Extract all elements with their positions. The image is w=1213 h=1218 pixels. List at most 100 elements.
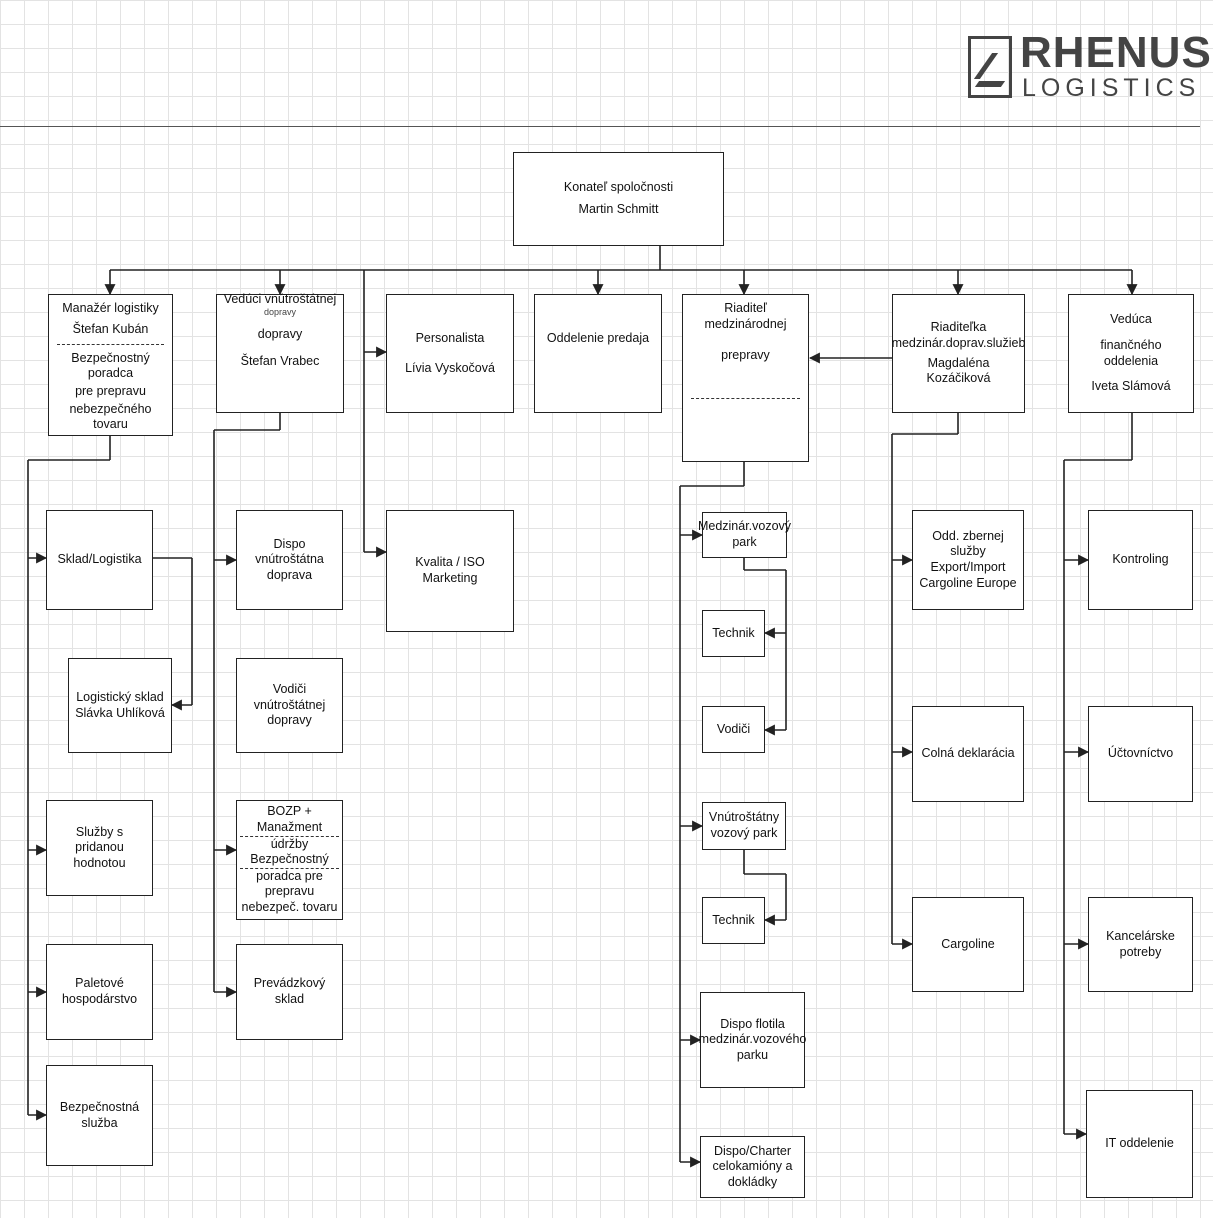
domestic-dispatch-line1: Dispo vnútroštátna [255,536,324,567]
cargoline-box: Cargoline [912,897,1024,992]
fleet-dispatch-line2: medzinár.vozového [698,1032,807,1047]
ohs-maintenance-line2: údržby Bezpečnostný [240,835,339,869]
international-transport-head-line1: Riaditeľ medzinárodnej [704,301,787,331]
header-separator [0,126,1200,127]
office-supplies-label: Kancelárske potreby [1106,928,1175,959]
finance-head-line1: Vedúca [1110,312,1152,327]
warehouse-logistics-box: Sklad/Logistika [46,510,153,610]
operational-warehouse-box: Prevádzkový sklad [236,944,343,1040]
domestic-transport-head-name: Štefan Vrabec [240,354,320,369]
domestic-drivers-box: Vodiči vnútroštátnej dopravy [236,658,343,753]
quality-iso-line2: Marketing [422,571,478,585]
logo-wordmark: RHENUS [1020,28,1212,77]
domestic-fleet-line1: Vnútroštátny [708,810,780,825]
intl-fleet-line1: Medzinár.vozový [697,519,792,534]
divider-dashed [690,397,801,399]
technician-box-1: Technik [702,610,765,657]
sales-department-box: Oddelenie predaja [534,294,662,413]
ohs-maintenance-box: BOZP + Manažment údržby Bezpečnostný por… [236,800,343,920]
divider-dashed [56,343,165,345]
intl-fleet-box: Medzinár.vozový park [698,512,791,558]
accounting-box: Účtovníctvo [1088,706,1193,802]
ohs-maintenance-line1: BOZP + Manažment [256,804,323,834]
intl-services-director-line2: medzinár.doprav.služieb [891,335,1026,350]
intl-services-director-box: Riaditeľka medzinár.doprav.služieb Magda… [892,294,1025,413]
international-transport-head-line2: prepravy [721,348,770,363]
safety-advisor-role: Bezpečnostný poradca [71,350,150,381]
finance-head-box: Vedúca finančného oddelenia Iveta Slámov… [1068,294,1194,413]
logistics-manager-name: Štefan Kubán [72,321,149,336]
safety-advisor-role-3: nebezpečného tovaru [69,401,152,432]
value-added-services-line2: hodnotou [73,855,126,870]
intl-services-director-line1: Riaditeľka [930,320,987,335]
drivers-box: Vodiči [702,706,765,753]
technician-label-1: Technik [712,625,755,640]
quality-iso-line1: Kvalita / ISO [415,555,485,570]
hr-title: Personalista [415,330,485,345]
value-added-services-box: Služby s pridanou hodnotou [46,800,153,896]
quality-iso-box: Kvalita / ISO Marketing [386,510,514,632]
groupage-department-box: Odd. zbernej služby Export/Import Cargol… [912,510,1024,610]
domestic-transport-head-title-2: dopravy [263,306,297,317]
groupage-department-line2: Export/Import [930,560,1006,574]
logistics-manager-box: Manažér logistiky Štefan Kubán Bezpečnos… [48,294,173,436]
ceo-name: Martin Schmitt [578,202,659,216]
pallet-management-line1: Paletové [75,976,124,991]
fleet-dispatch-line3: parku [736,1047,769,1062]
charter-dispatch-line2: celokamióny a [712,1159,793,1174]
security-service-label: Bezpečnostná služba [59,1099,140,1130]
finance-head-name: Iveta Slámová [1091,379,1171,394]
it-department-label: IT oddelenie [1105,1136,1174,1151]
it-department-box: IT oddelenie [1086,1090,1193,1198]
domestic-transport-head-title-3: dopravy [257,326,303,341]
customs-declaration-label: Colná deklarácia [921,746,1015,761]
ohs-maintenance-line4: nebezpeč. tovaru [241,900,338,915]
technician-label-2: Technik [712,912,755,927]
logo-subtitle: LOGISTICS [1022,74,1201,102]
charter-dispatch-line3: dokládky [727,1174,778,1189]
charter-dispatch-box: Dispo/Charter celokamióny a dokládky [700,1136,805,1198]
value-added-services-line1: Služby s pridanou [75,824,124,855]
ceo-box: Konateľ spoločnosti Martin Schmitt [513,152,724,246]
drivers-label: Vodiči [716,721,751,736]
domestic-dispatch-box: Dispo vnútroštátna doprava [236,510,343,610]
domestic-transport-head-box: Vedúci vnútroštátnej dopravy dopravy Šte… [216,292,344,413]
warehouse-logistics-label: Sklad/Logistika [57,552,142,567]
office-supplies-box: Kancelárske potreby [1088,897,1193,992]
intl-fleet-line2: park [732,535,757,549]
groupage-department-line1: Odd. zbernej služby [932,528,1004,559]
logistics-warehouse-box: Logistický sklad Slávka Uhlíková [68,658,172,753]
pallet-management-line2: hospodárstvo [61,992,138,1006]
ceo-title: Konateľ spoločnosti [563,180,674,195]
international-transport-head-box: Riaditeľ medzinárodnej prepravy [682,294,809,462]
sales-department-label: Oddelenie predaja [546,331,650,345]
rhenus-logo: RHENUS LOGISTICS [968,28,1211,104]
groupage-department-line3: Cargoline Europe [919,575,1017,590]
fleet-dispatch-line1: Dispo flotila [720,1016,785,1031]
charter-dispatch-line1: Dispo/Charter [713,1143,792,1158]
cargoline-label: Cargoline [941,936,995,951]
logistics-manager-title: Manažér logistiky [62,301,159,315]
controlling-label: Kontroling [1112,552,1169,567]
domestic-drivers-line1: Vodiči vnútroštátnej [253,682,326,712]
ohs-maintenance-line3: poradca pre prepravu [256,868,323,899]
logo-mark-icon [968,36,1013,98]
controlling-box: Kontroling [1088,510,1193,610]
finance-head-line2: finančného oddelenia [1100,337,1162,368]
technician-box-2: Technik [702,897,765,944]
logistics-warehouse-person: Slávka Uhlíková [75,705,165,720]
customs-declaration-box: Colná deklarácia [912,706,1024,802]
domestic-dispatch-line2: doprava [266,567,313,582]
logistics-warehouse-label: Logistický sklad [76,689,164,704]
operational-warehouse-label: Prevádzkový sklad [253,976,326,1006]
domestic-fleet-box: Vnútroštátny vozový park [702,802,786,850]
fleet-dispatch-box: Dispo flotila medzinár.vozového parku [698,992,807,1088]
pallet-management-box: Paletové hospodárstvo [46,944,153,1040]
accounting-label: Účtovníctvo [1107,746,1174,761]
hr-box: Personalista Lívia Vyskočová [386,294,514,413]
hr-name: Lívia Vyskočová [405,360,495,375]
domestic-fleet-line2: vozový park [710,826,778,840]
security-service-box: Bezpečnostná služba [46,1065,153,1166]
intl-services-director-name: Magdaléna Kozáčiková [926,355,991,386]
